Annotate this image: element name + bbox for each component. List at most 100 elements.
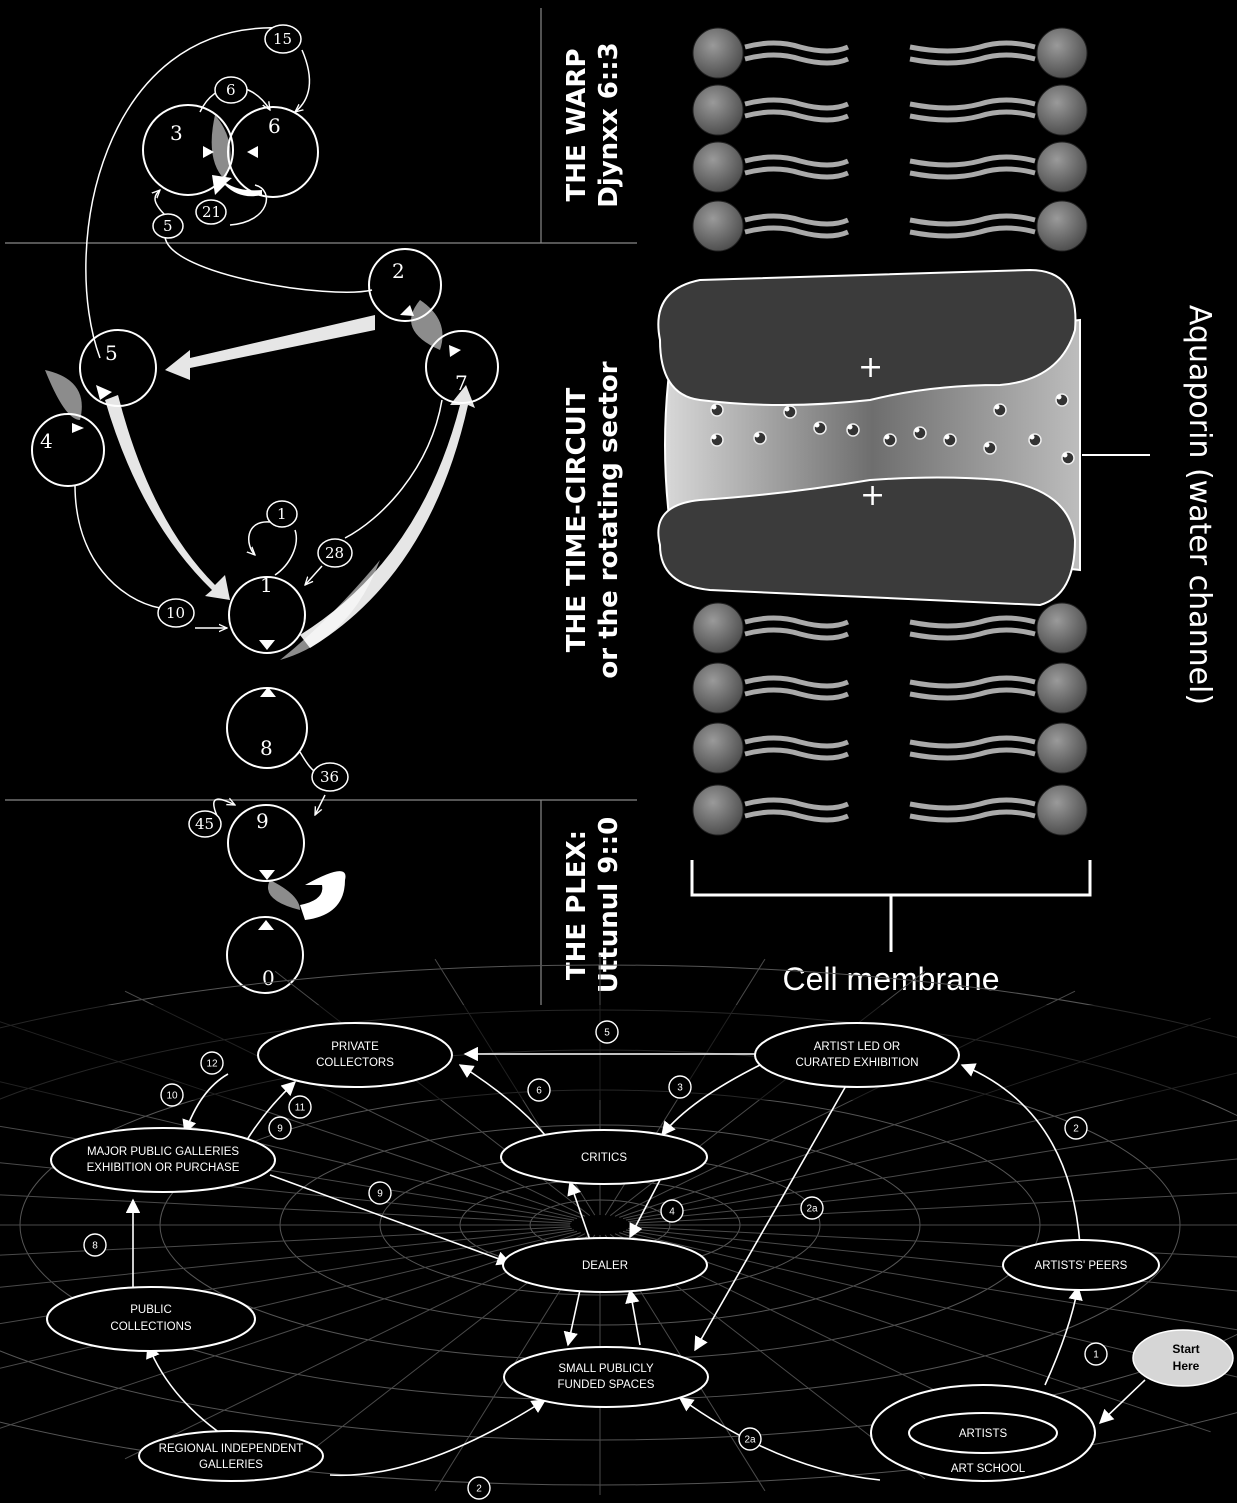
node-label-3: 3 xyxy=(170,121,183,145)
start-here-button[interactable] xyxy=(1133,1330,1233,1386)
node-label-8: 8 xyxy=(260,736,273,760)
water-molecule xyxy=(847,424,859,436)
node-major-public xyxy=(51,1128,275,1192)
node-artist-led xyxy=(755,1023,959,1087)
step-marker: 11 xyxy=(289,1096,311,1118)
step-marker-label: 4 xyxy=(669,1207,675,1218)
label-peers: ARTISTS' PEERS xyxy=(1035,1260,1128,1272)
step-marker-label: 9 xyxy=(277,1124,283,1135)
water-molecule xyxy=(914,427,926,439)
label-small-1: SMALL PUBLICLY xyxy=(558,1363,654,1375)
link-label-1: 1 xyxy=(277,505,287,523)
node-label-7: 7 xyxy=(455,371,468,395)
water-molecule xyxy=(754,432,766,444)
node-label-1: 1 xyxy=(260,573,273,597)
label-art-school: ART SCHOOL xyxy=(951,1463,1026,1475)
warp-subtitle: Djynxx 6::3 xyxy=(594,42,624,208)
node-label-4: 4 xyxy=(40,429,53,453)
step-marker-label: 2 xyxy=(1073,1124,1079,1135)
step-marker-label: 11 xyxy=(295,1103,306,1114)
step-marker-label: 8 xyxy=(92,1241,98,1252)
step-marker-label: 10 xyxy=(166,1091,178,1102)
start-label-2: Here xyxy=(1173,1359,1200,1373)
step-marker-label: 5 xyxy=(604,1028,610,1039)
step-marker: 9 xyxy=(369,1182,391,1204)
node-label-6: 6 xyxy=(268,114,281,138)
water-molecule xyxy=(711,404,723,416)
label-small-2: FUNDED SPACES xyxy=(558,1379,655,1391)
label-artistled-1: ARTIST LED OR xyxy=(814,1041,901,1053)
step-marker-label: 2 xyxy=(476,1484,482,1495)
label-regional-1: REGIONAL INDEPENDENT xyxy=(159,1443,304,1455)
node-small-spaces xyxy=(504,1347,708,1407)
label-artistled-2: CURATED EXHIBITION xyxy=(795,1057,918,1069)
water-molecule xyxy=(944,434,956,446)
water-molecule xyxy=(884,434,896,446)
link-label-45: 45 xyxy=(195,815,214,833)
plex-title: THE PLEX: xyxy=(562,830,592,980)
link-label-28: 28 xyxy=(325,544,344,562)
label-public-1: PUBLIC xyxy=(130,1304,172,1316)
step-marker-label: 2a xyxy=(744,1435,756,1446)
time-circuit-subtitle: or the rotating sector xyxy=(594,361,624,678)
step-marker: 2a xyxy=(739,1428,761,1450)
step-marker-label: 6 xyxy=(536,1086,542,1097)
link-label-10: 10 xyxy=(166,604,185,622)
water-molecule xyxy=(1029,434,1041,446)
step-marker-label: 12 xyxy=(206,1059,218,1070)
cell-membrane-label: Cell membrane xyxy=(783,961,1000,997)
charge-upper: + xyxy=(858,350,883,385)
node-label-9: 9 xyxy=(256,809,269,833)
step-marker: 4 xyxy=(661,1200,683,1222)
water-molecule xyxy=(1062,452,1074,464)
step-marker-label: 3 xyxy=(677,1083,683,1094)
step-marker: 1 xyxy=(1085,1343,1107,1365)
step-marker: 2a xyxy=(801,1197,823,1219)
step-marker: 10 xyxy=(161,1084,183,1106)
label-artists: ARTISTS xyxy=(959,1428,1008,1440)
step-marker: 2 xyxy=(1065,1117,1087,1139)
link-label-21: 21 xyxy=(202,203,221,221)
label-private-2: COLLECTORS xyxy=(316,1057,394,1069)
node-label-0: 0 xyxy=(262,966,275,990)
label-private-1: PRIVATE xyxy=(331,1041,379,1053)
water-molecule xyxy=(814,422,826,434)
label-critics: CRITICS xyxy=(581,1152,627,1164)
plex-subtitle: Uttunul 9::0 xyxy=(594,817,624,993)
water-molecule xyxy=(784,406,796,418)
node-private-collectors xyxy=(258,1023,452,1087)
step-marker-label: 2a xyxy=(806,1204,818,1215)
label-major-1: MAJOR PUBLIC GALLERIES xyxy=(87,1146,239,1158)
aquaporin-label: Aquaporin (water channel) xyxy=(1182,305,1217,705)
water-molecule xyxy=(984,442,996,454)
label-public-2: COLLECTIONS xyxy=(110,1321,191,1333)
step-marker: 8 xyxy=(84,1234,106,1256)
start-label-1: Start xyxy=(1172,1342,1199,1356)
step-marker: 12 xyxy=(201,1052,223,1074)
link-label-5: 5 xyxy=(163,217,173,235)
link-label-15: 15 xyxy=(273,30,292,48)
step-marker-label: 1 xyxy=(1093,1350,1099,1361)
node-regional xyxy=(139,1431,323,1481)
step-marker: 2 xyxy=(468,1477,490,1499)
water-molecule xyxy=(711,434,723,446)
water-molecule xyxy=(1056,394,1068,406)
step-marker: 3 xyxy=(669,1076,691,1098)
link-label-6: 6 xyxy=(226,81,236,99)
node-public-collections xyxy=(47,1287,255,1351)
time-circuit-title: THE TIME-CIRCUIT xyxy=(562,387,592,652)
label-dealer: DEALER xyxy=(582,1260,628,1272)
label-regional-2: GALLERIES xyxy=(199,1459,263,1471)
node-label-2: 2 xyxy=(392,259,405,283)
warp-title: THE WARP xyxy=(562,48,592,201)
water-molecule xyxy=(994,404,1006,416)
label-major-2: EXHIBITION OR PURCHASE xyxy=(87,1162,240,1174)
node-label-5: 5 xyxy=(105,341,118,365)
step-marker: 5 xyxy=(596,1021,618,1043)
link-label-36: 36 xyxy=(320,768,339,786)
step-marker-label: 9 xyxy=(377,1189,383,1200)
charge-lower: + xyxy=(860,478,885,513)
step-marker: 6 xyxy=(528,1079,550,1101)
step-marker: 9 xyxy=(269,1117,291,1139)
